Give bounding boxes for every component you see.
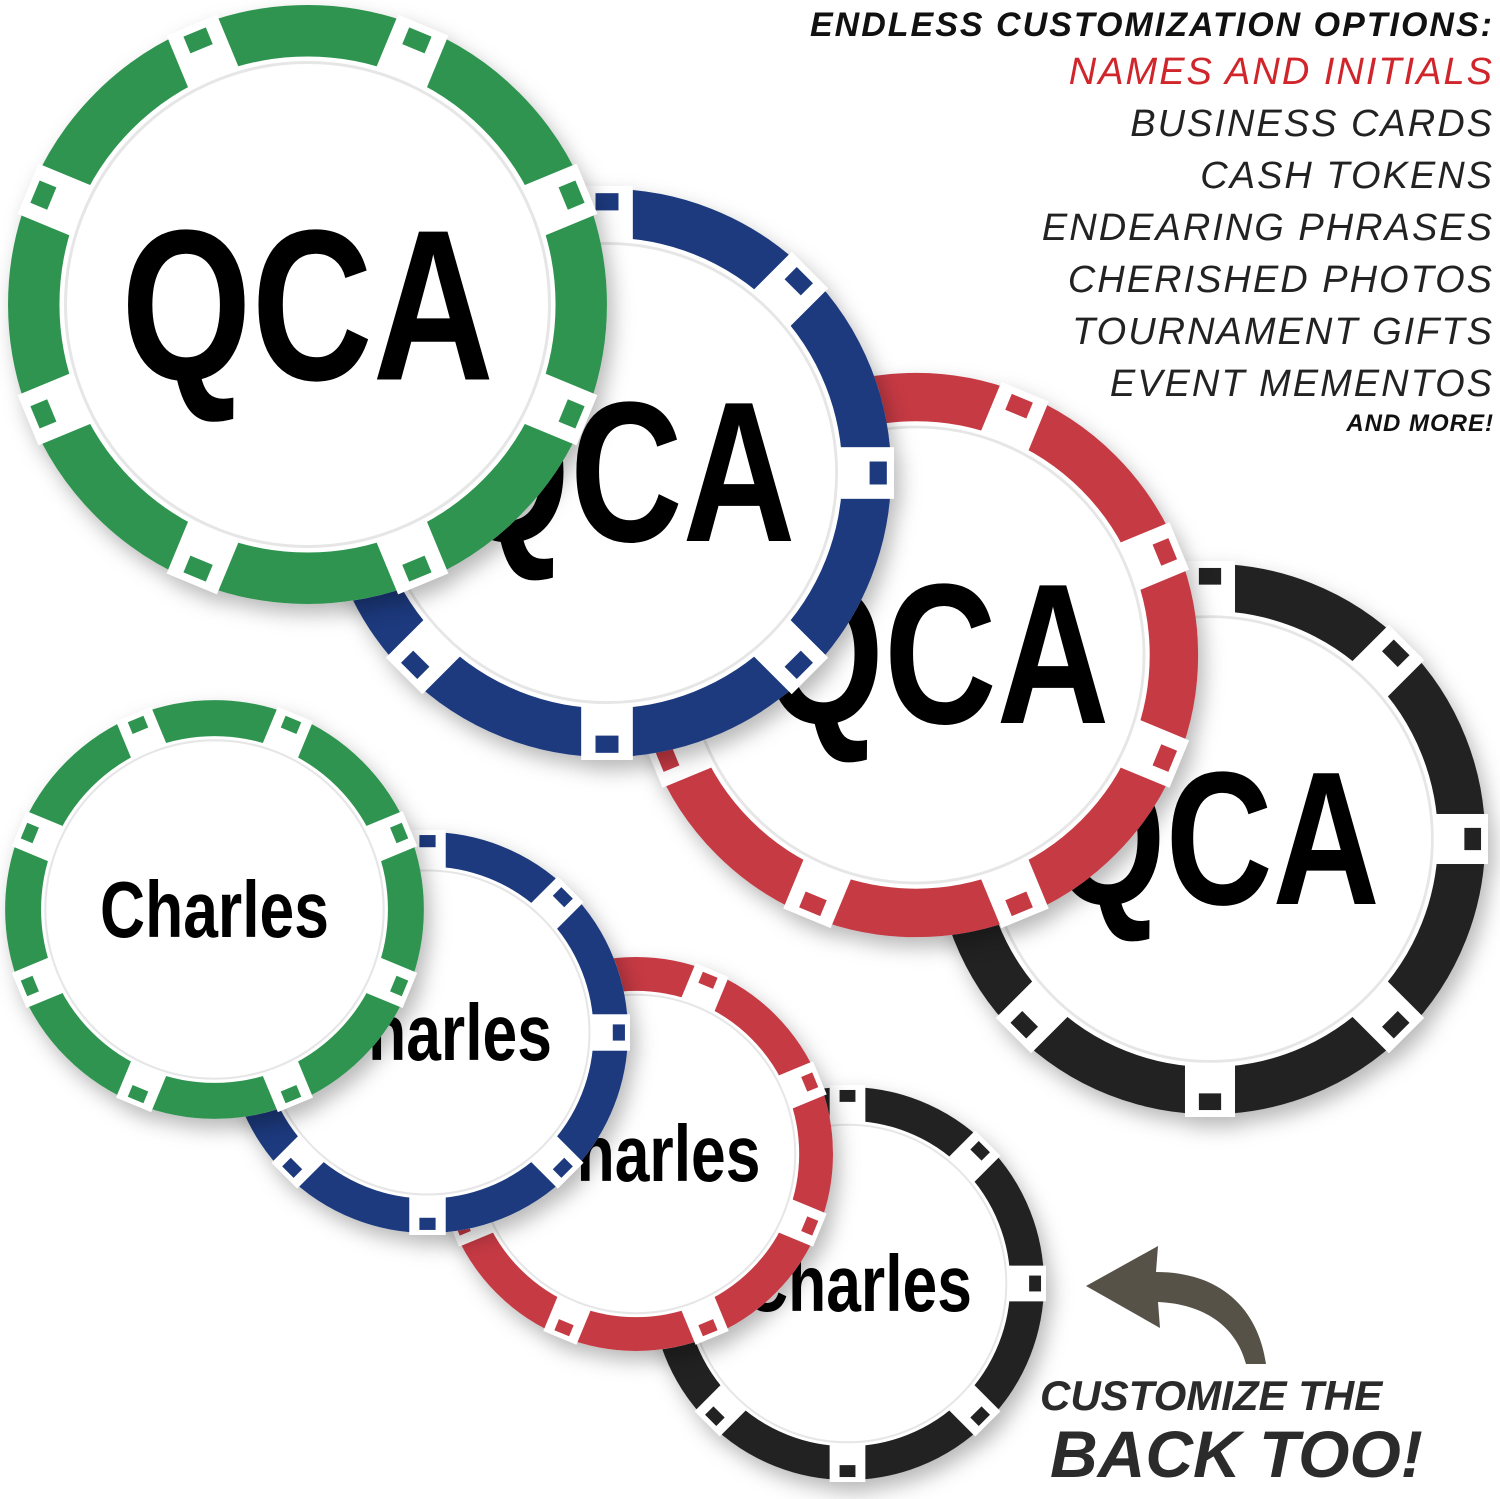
option-item: TOURNAMENT GIFTS	[1072, 311, 1494, 353]
options-more: AND MORE!	[1346, 410, 1494, 437]
poker-chip-green-small: Charles	[3, 698, 426, 1121]
option-item: EVENT MEMENTOS	[1109, 363, 1494, 405]
customize-back-callout: CUSTOMIZE THE BACK TOO!	[1040, 1372, 1460, 1491]
curved-arrow-icon	[1086, 1246, 1266, 1364]
option-item: CHERISHED PHOTOS	[1067, 259, 1494, 301]
chip-ring	[5, 700, 424, 1119]
callout-line1: CUSTOMIZE THE	[1040, 1372, 1383, 1419]
option-item: CASH TOKENS	[1200, 155, 1494, 197]
option-item: BUSINESS CARDS	[1130, 103, 1494, 145]
option-item: ENDEARING PHRASES	[1041, 207, 1494, 249]
callout-line2: BACK TOO!	[1050, 1417, 1423, 1491]
option-item: NAMES AND INITIALS	[1068, 51, 1494, 93]
chip-ring	[8, 5, 607, 604]
chip-text: Charles	[100, 864, 329, 954]
customization-options-list: ENDLESS CUSTOMIZATION OPTIONS: NAMES AND…	[514, 4, 1494, 438]
options-heading: ENDLESS CUSTOMIZATION OPTIONS:	[810, 6, 1494, 44]
chip-text: QCA	[121, 184, 494, 425]
poker-chip-green-large: QCA	[5, 2, 610, 607]
